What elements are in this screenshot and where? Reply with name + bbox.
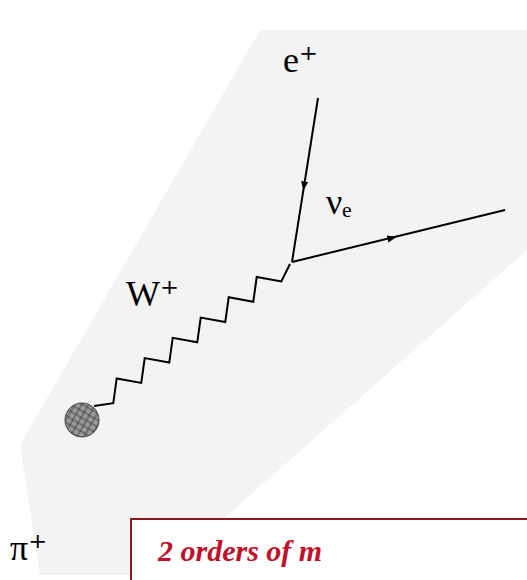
positron-line <box>292 98 318 262</box>
neutrino-arrow <box>292 238 392 262</box>
note-box: 2 orders of m <box>130 518 527 580</box>
w-boson-label: W⁺ <box>126 276 179 312</box>
note-text: 2 orders of m <box>132 520 527 567</box>
neutrino-label: νₑ <box>326 184 352 220</box>
positron-arrow <box>304 98 318 186</box>
pion-blob <box>65 403 99 437</box>
positron-label: e⁺ <box>283 42 318 78</box>
background-panel <box>20 30 527 575</box>
w-boson-zigzag <box>94 264 290 406</box>
pion-label: π⁺ <box>10 530 47 566</box>
neutrino-line <box>292 210 505 262</box>
